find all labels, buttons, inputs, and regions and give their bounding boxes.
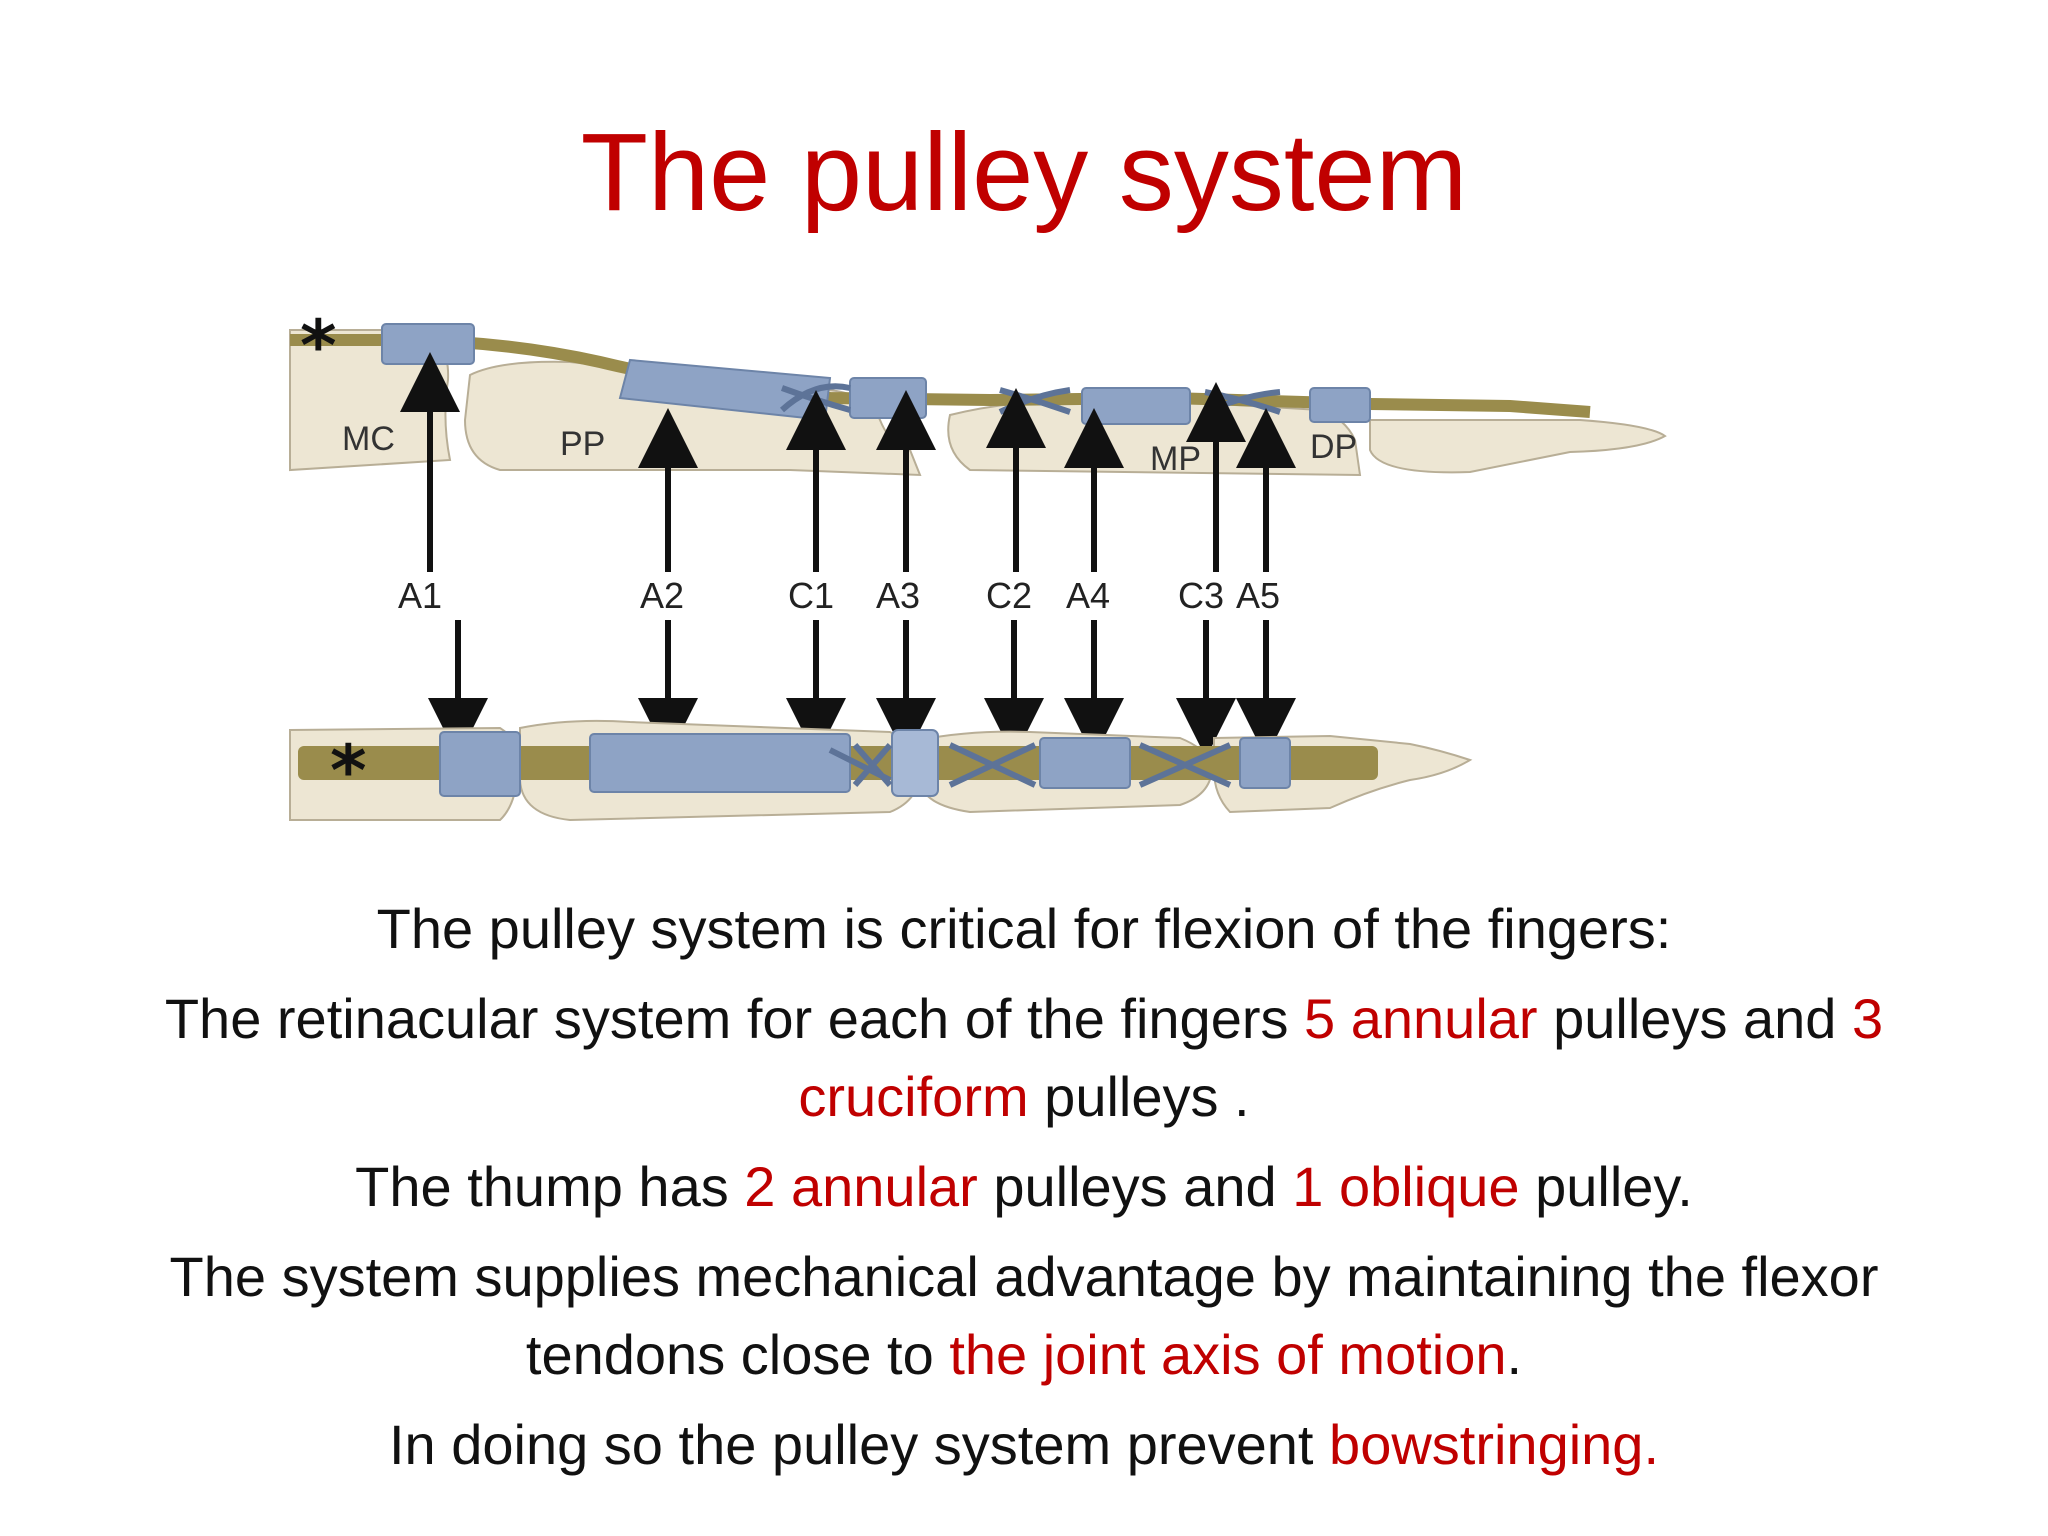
body-line-2: The retinacular system for each of the f… — [100, 980, 1948, 1136]
pulley-diagram: * MC PP MP DP — [270, 300, 1830, 840]
label-pp: PP — [560, 425, 605, 463]
body-line-3-c: pulleys and — [977, 1155, 1293, 1218]
pulley-c2-bottom — [948, 742, 1037, 788]
bone-dp-top — [1369, 419, 1667, 474]
label-c2: C2 — [986, 575, 1032, 616]
label-a4: A4 — [1066, 575, 1110, 616]
highlight-5-annular: 5 annular — [1304, 987, 1538, 1050]
body-line-5: In doing so the pulley system prevent bo… — [100, 1406, 1948, 1484]
top-finger: * MC PP MP DP — [289, 305, 1667, 478]
body-line-3: The thump has 2 annular pulleys and 1 ob… — [100, 1148, 1948, 1226]
highlight-bowstringing: bowstringing. — [1329, 1413, 1660, 1476]
body-line-4-c: . — [1506, 1323, 1523, 1386]
label-c3: C3 — [1178, 575, 1224, 616]
label-dp: DP — [1310, 428, 1357, 466]
highlight-joint-axis: the joint axis of motion — [949, 1323, 1507, 1386]
label-a1: A1 — [398, 575, 442, 616]
body-line-4: The system supplies mechanical advantage… — [100, 1238, 1948, 1394]
body-line-2-e: pulleys . — [1028, 1065, 1250, 1128]
pulley-a5-bottom — [1239, 737, 1291, 789]
pulley-a4-top — [1081, 387, 1191, 425]
highlight-1-oblique: 1 oblique — [1292, 1155, 1520, 1218]
pulley-a5-top — [1309, 387, 1371, 423]
label-mc: MC — [342, 420, 395, 458]
body-text: The pulley system is critical for flexio… — [100, 890, 1948, 1496]
label-c1: C1 — [788, 575, 834, 616]
body-line-5-a: In doing so the pulley system prevent — [388, 1413, 1330, 1476]
pulley-a3-bottom — [891, 729, 939, 797]
body-line-3-a: The thump has — [355, 1155, 745, 1218]
pulley-c3-bottom — [1138, 742, 1232, 788]
marker-bottom: * — [330, 730, 367, 812]
body-line-4-a: The system supplies mechanical advantage… — [169, 1245, 1879, 1386]
label-a3: A3 — [876, 575, 920, 616]
label-a5: A5 — [1236, 575, 1280, 616]
label-a2: A2 — [640, 575, 684, 616]
highlight-3-cruciform: 3 cruciform — [798, 987, 1884, 1128]
label-mp: MP — [1150, 440, 1201, 478]
pulley-a4-bottom — [1039, 737, 1131, 789]
body-line-2-c: pulleys and — [1537, 987, 1852, 1050]
pulley-labels: A1 A2 C1 A3 C2 A4 C3 A5 — [398, 575, 1280, 616]
body-line-3-e: pulley. — [1519, 1155, 1693, 1218]
pulley-a1-top — [381, 323, 475, 365]
highlight-2-annular: 2 annular — [744, 1155, 978, 1218]
pulley-a2-bottom — [589, 733, 851, 793]
pulley-c1-bottom — [828, 743, 893, 787]
slide-title: The pulley system — [580, 111, 1468, 234]
bottom-finger: * — [289, 719, 1473, 822]
pulley-a3-top — [849, 377, 927, 419]
marker-top: * — [300, 305, 337, 387]
body-line-1: The pulley system is critical for flexio… — [376, 897, 1672, 960]
body-line-2-a: The retinacular system for each of the f… — [164, 987, 1305, 1050]
pulley-a1-bottom — [439, 731, 521, 797]
pulley-arrows — [400, 352, 1296, 758]
